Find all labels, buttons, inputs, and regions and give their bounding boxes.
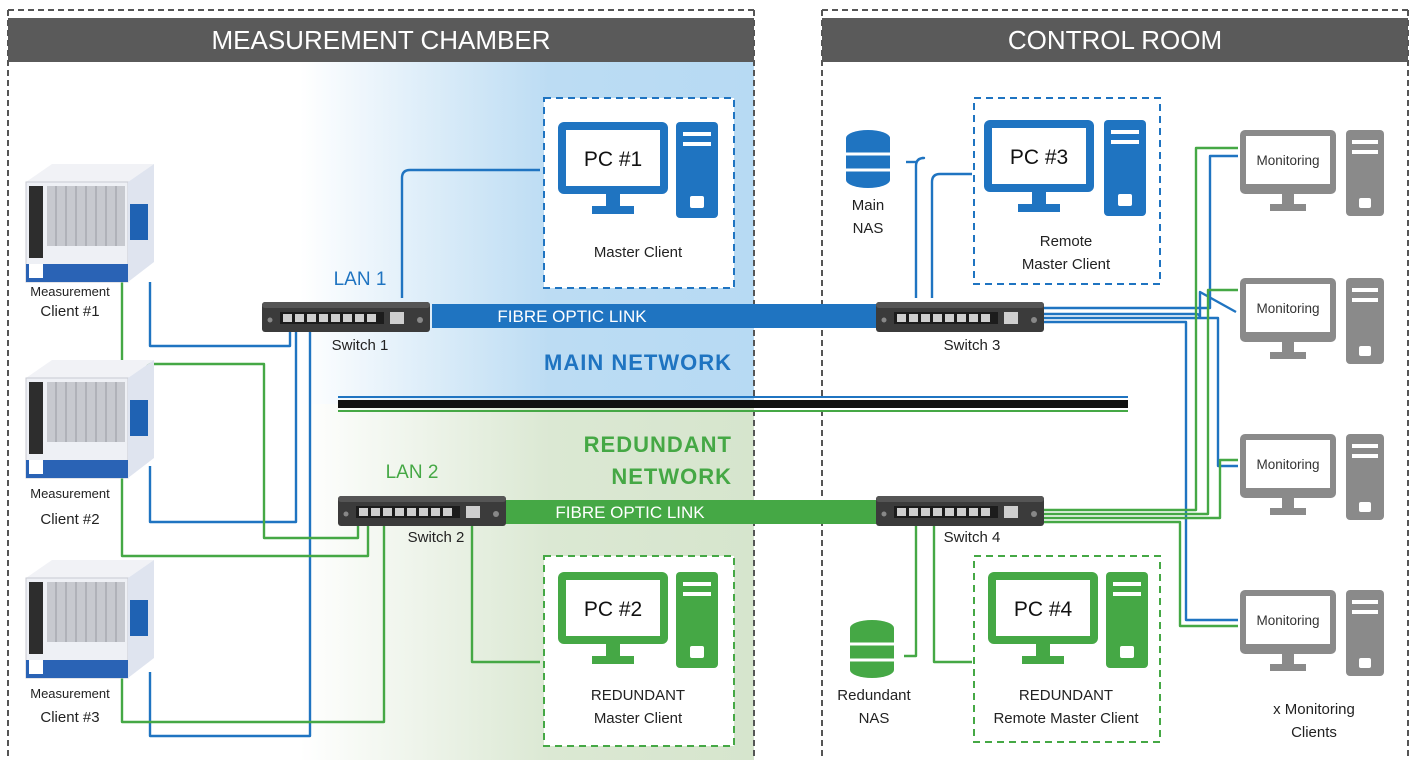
pc-1	[543, 97, 735, 289]
measurement-client-1-label-1: Measurement	[30, 284, 110, 299]
fibre-link-redundant-label: FIBRE OPTIC LINK	[555, 503, 705, 522]
switch-4	[876, 496, 1044, 526]
pc-3-monitor-icon	[984, 120, 1094, 212]
monitoring-client-4-label: Monitoring	[1256, 613, 1319, 628]
monitoring-client-2	[1240, 278, 1384, 364]
switch-4-label: Switch 4	[944, 529, 1001, 546]
main-nas-icon	[846, 130, 890, 188]
blue-cables	[148, 154, 1238, 738]
redundant-network-label-2: NETWORK	[611, 464, 732, 489]
main-nas-label-2: NAS	[853, 220, 884, 237]
switch-1	[262, 302, 430, 332]
fibre-link-redundant	[500, 500, 880, 524]
control-room-title: CONTROL ROOM	[1008, 25, 1222, 55]
pc-4-tower-icon	[1106, 572, 1148, 668]
redundant-network-label-1: REDUNDANT	[584, 432, 732, 457]
green-cables	[120, 146, 1238, 724]
pc-2	[543, 555, 735, 747]
pc-4-caption-2: Remote Master Client	[993, 710, 1139, 727]
pc-4-label: PC #4	[1014, 598, 1073, 621]
monitoring-client-4-monitor-icon	[1240, 590, 1336, 671]
fibre-link-main	[432, 304, 880, 328]
network-separator	[338, 396, 1128, 412]
monitoring-client-4	[1240, 590, 1384, 676]
monitoring-client-3-monitor-icon	[1240, 434, 1336, 515]
monitoring-client-2-tower-icon	[1346, 278, 1384, 364]
pc-1-monitor-icon	[558, 122, 668, 214]
pc-4	[973, 555, 1161, 743]
monitoring-clients-caption-1: x Monitoring	[1273, 701, 1355, 718]
switch-1-label: Switch 1	[332, 337, 389, 354]
control-room-header	[822, 18, 1408, 62]
monitoring-client-3-tower-icon	[1346, 434, 1384, 520]
pc-1-caption: Master Client	[594, 244, 683, 261]
redundant-nas-label-1: Redundant	[837, 687, 911, 704]
switch-3	[876, 302, 1044, 332]
measurement-client-3-label-1: Measurement	[30, 686, 110, 701]
monitoring-client-2-label: Monitoring	[1256, 301, 1319, 316]
pc-2-tower-icon	[676, 572, 718, 668]
pc-2-label: PC #2	[584, 598, 642, 621]
pc-3-caption-2: Master Client	[1022, 256, 1111, 273]
pc-1-label: PC #1	[584, 148, 642, 171]
switch-2	[338, 496, 506, 526]
pc-3-label: PC #3	[1010, 146, 1068, 169]
pc-2-caption-1: REDUNDANT	[591, 687, 685, 704]
measurement-client-3-device	[25, 559, 155, 679]
monitoring-client-1-tower-icon	[1346, 130, 1384, 216]
lan-2-label: LAN 2	[386, 462, 439, 483]
fibre-link-main-label: FIBRE OPTIC LINK	[497, 307, 647, 326]
pc-2-caption-2: Master Client	[594, 710, 683, 727]
measurement-client-1-device	[25, 163, 155, 283]
lan-1-label: LAN 1	[334, 269, 387, 290]
pc-2-monitor-icon	[558, 572, 668, 664]
pc-4-caption-1: REDUNDANT	[1019, 687, 1113, 704]
monitoring-client-4-tower-icon	[1346, 590, 1384, 676]
pc-4-monitor-icon	[988, 572, 1098, 664]
measurement-chamber-title: MEASUREMENT CHAMBER	[211, 25, 550, 55]
measurement-chamber-header	[8, 18, 754, 62]
monitoring-clients-caption-2: Clients	[1291, 724, 1337, 741]
measurement-client-2-label-2: Client #2	[40, 511, 99, 528]
monitoring-client-1	[1240, 130, 1384, 216]
main-network-label: MAIN NETWORK	[544, 350, 732, 375]
monitoring-client-2-monitor-icon	[1240, 278, 1336, 359]
monitoring-client-1-label: Monitoring	[1256, 153, 1319, 168]
redundant-nas-icon	[850, 620, 894, 678]
monitoring-client-1-monitor-icon	[1240, 130, 1336, 211]
monitoring-client-3-label: Monitoring	[1256, 457, 1319, 472]
switch-3-label: Switch 3	[944, 337, 1001, 354]
zone-borders	[7, 9, 1409, 760]
pc-3-tower-icon	[1104, 120, 1146, 216]
monitoring-client-3	[1240, 434, 1384, 520]
pc-1-tower-icon	[676, 122, 718, 218]
switch-2-label: Switch 2	[408, 529, 465, 546]
redundant-nas-label-2: NAS	[859, 710, 890, 727]
measurement-client-2-device	[25, 359, 155, 479]
measurement-client-3-label-2: Client #3	[40, 709, 99, 726]
pc-3	[973, 97, 1161, 285]
measurement-client-1-label-2: Client #1	[40, 303, 99, 320]
pc-3-caption-1: Remote	[1040, 233, 1093, 250]
main-nas-label-1: Main	[852, 197, 885, 214]
measurement-client-2-label-1: Measurement	[30, 486, 110, 501]
